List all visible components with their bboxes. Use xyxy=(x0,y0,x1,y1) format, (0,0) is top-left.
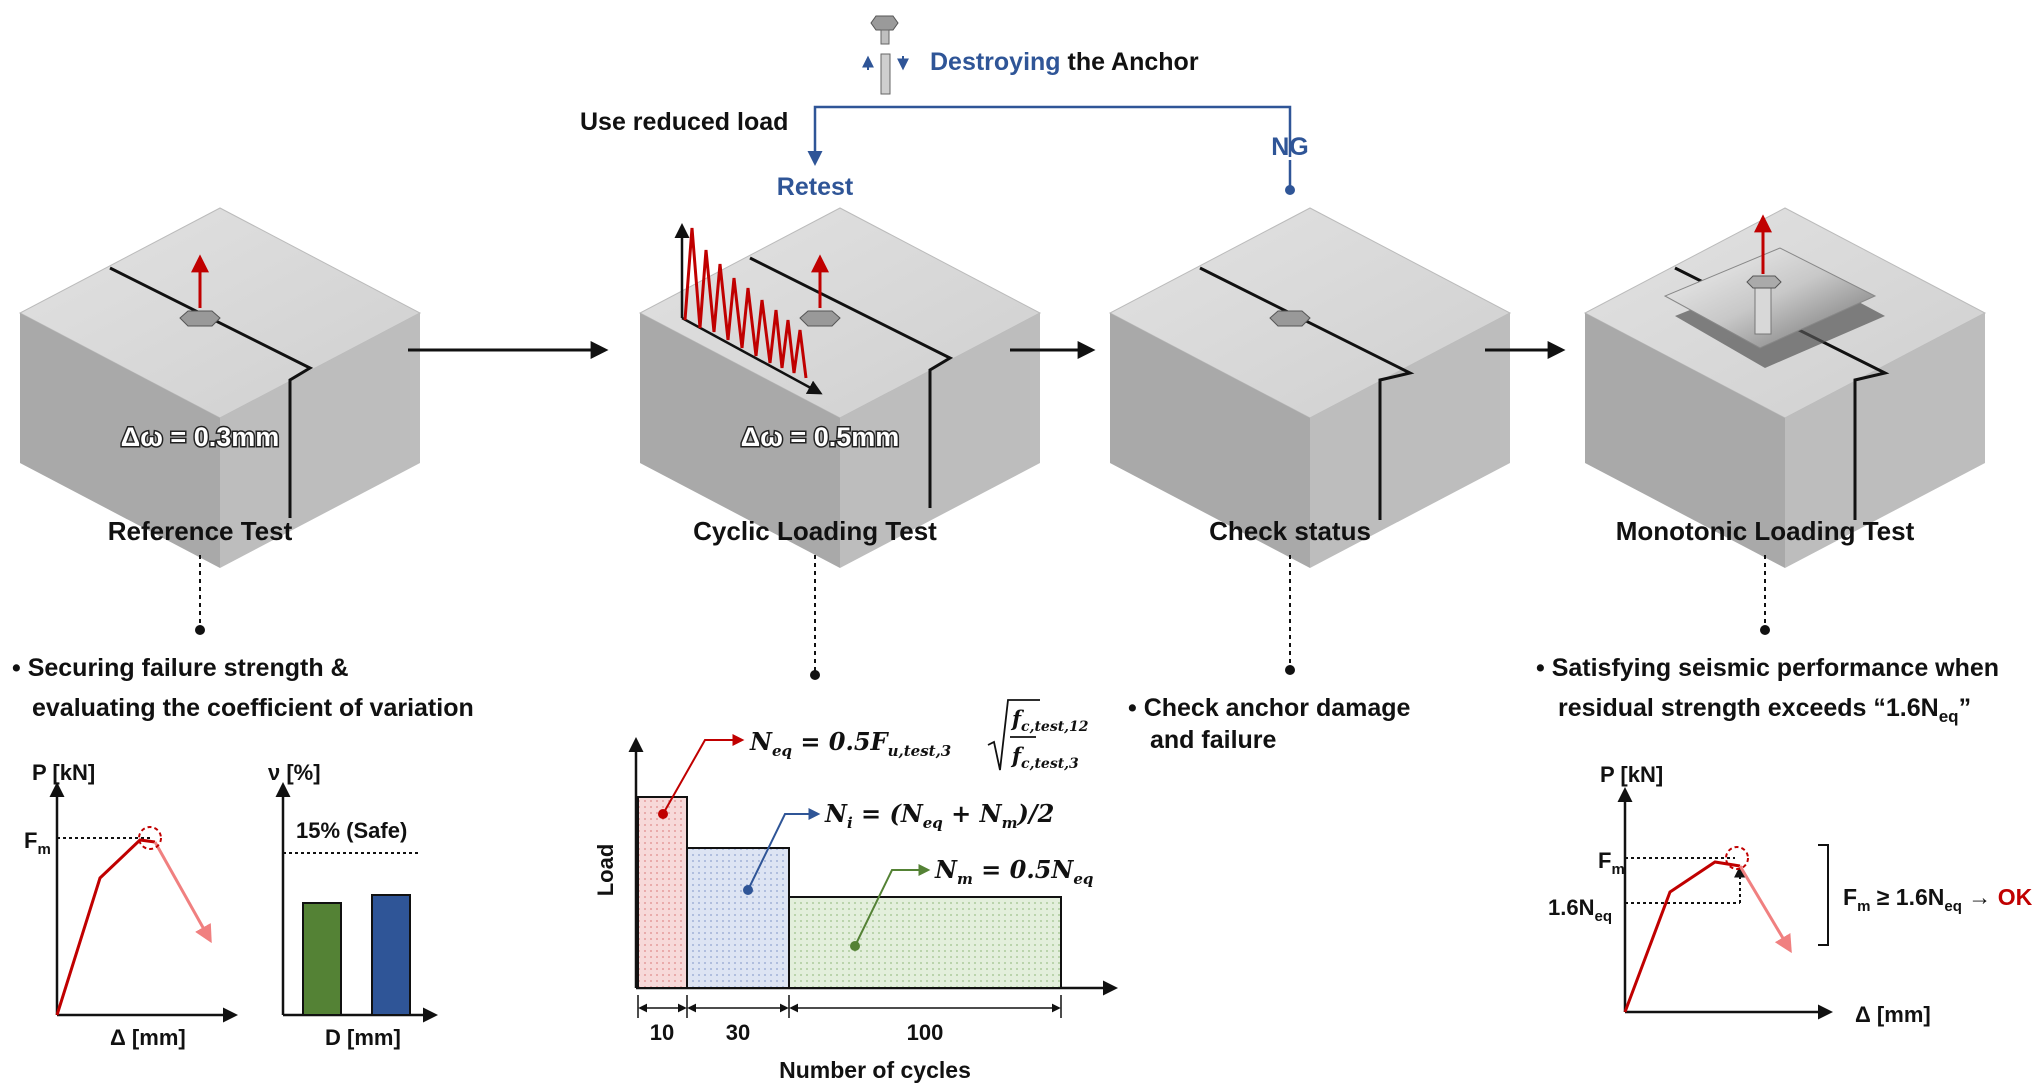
neq-equation: Neq = 0.5Fu,test,3 xyxy=(749,727,951,760)
note-check-line2: and failure xyxy=(1150,726,1277,754)
load-axis-label: Load xyxy=(593,844,618,897)
x-axis-label: Δ [mm] xyxy=(110,1025,186,1050)
dashed-connectors xyxy=(199,555,1766,673)
segment-label: 100 xyxy=(907,1020,944,1045)
fc3-label: fc,test,3 xyxy=(1010,743,1079,772)
reduced-load-label: Use reduced load xyxy=(580,108,788,136)
note-monotonic-line1: • Satisfying seismic performance when xyxy=(1536,654,1999,682)
note-reference-line2: evaluating the coefficient of variation xyxy=(32,694,474,722)
step-title-monotonic: Monotonic Loading Test xyxy=(1616,516,1915,546)
p-axis-label: P [kN] xyxy=(32,760,95,785)
neq-block xyxy=(637,796,688,989)
v-axis-label: ν [%] xyxy=(268,760,321,785)
note-reference-line1: • Securing failure strength & xyxy=(12,654,349,682)
nm-equation: Nm = 0.5Neq xyxy=(934,855,1093,888)
ni-equation: Ni = (Neq + Nm)/2 xyxy=(824,799,1054,832)
fm-label: Fm xyxy=(1598,848,1625,878)
bar-green xyxy=(302,902,342,1016)
cyclic-test-block: Δω = 0.5mm xyxy=(639,207,1041,569)
segment-label: 30 xyxy=(726,1020,750,1045)
step-title-cyclic: Cyclic Loading Test xyxy=(693,516,937,546)
reference-load-displacement-plot: P [kN] Fm Δ [mm] xyxy=(24,760,238,1050)
safe-threshold-label: 15% (Safe) xyxy=(296,818,407,843)
crack-width-label: Δω = 0.3mm xyxy=(121,422,280,452)
monotonic-load-displacement-plot: P [kN] Fm 1.6Neq Δ [mm] Fm ≥ 1.6Neq → OK xyxy=(1548,762,2033,1027)
anchor-icon xyxy=(862,15,909,95)
acceptance-criterion: Fm ≥ 1.6Neq → OK xyxy=(1843,884,2033,915)
p-axis-label: P [kN] xyxy=(1600,762,1663,787)
cycles-axis-label: Number of cycles xyxy=(779,1057,971,1083)
destroying-label: Destroying the Anchor xyxy=(930,48,1199,76)
crack-width-label: Δω = 0.5mm xyxy=(741,422,900,452)
ng-label: NG xyxy=(1271,133,1309,161)
monotonic-test-block xyxy=(1584,207,1986,569)
x-axis-label: Δ [mm] xyxy=(1855,1002,1931,1027)
reference-variation-plot: ν [%] 15% (Safe) D [mm] xyxy=(268,760,438,1050)
neq-threshold-label: 1.6Neq xyxy=(1548,895,1612,925)
cyclic-load-chart: Load 10 30 100 Number of cycles Neq = 0.… xyxy=(593,699,1118,1083)
fm-label: Fm xyxy=(24,828,51,858)
step-title-check: Check status xyxy=(1209,516,1371,546)
ni-block xyxy=(686,847,790,989)
bar-blue xyxy=(371,894,411,1016)
retest-loop-line xyxy=(807,105,1292,166)
retest-label: Retest xyxy=(777,173,854,201)
note-monotonic-line2: residual strength exceeds “1.6Neq” xyxy=(1558,694,1971,726)
check-status-block xyxy=(1109,207,1511,569)
d-axis-label: D [mm] xyxy=(325,1025,401,1050)
reference-test-block: Δω = 0.3mm xyxy=(19,207,421,569)
nm-block xyxy=(788,896,1062,989)
segment-label: 10 xyxy=(650,1020,674,1045)
note-check-line1: • Check anchor damage xyxy=(1128,694,1411,722)
fc12-label: fc,test,12 xyxy=(1010,706,1089,735)
step-title-reference: Reference Test xyxy=(108,516,293,546)
